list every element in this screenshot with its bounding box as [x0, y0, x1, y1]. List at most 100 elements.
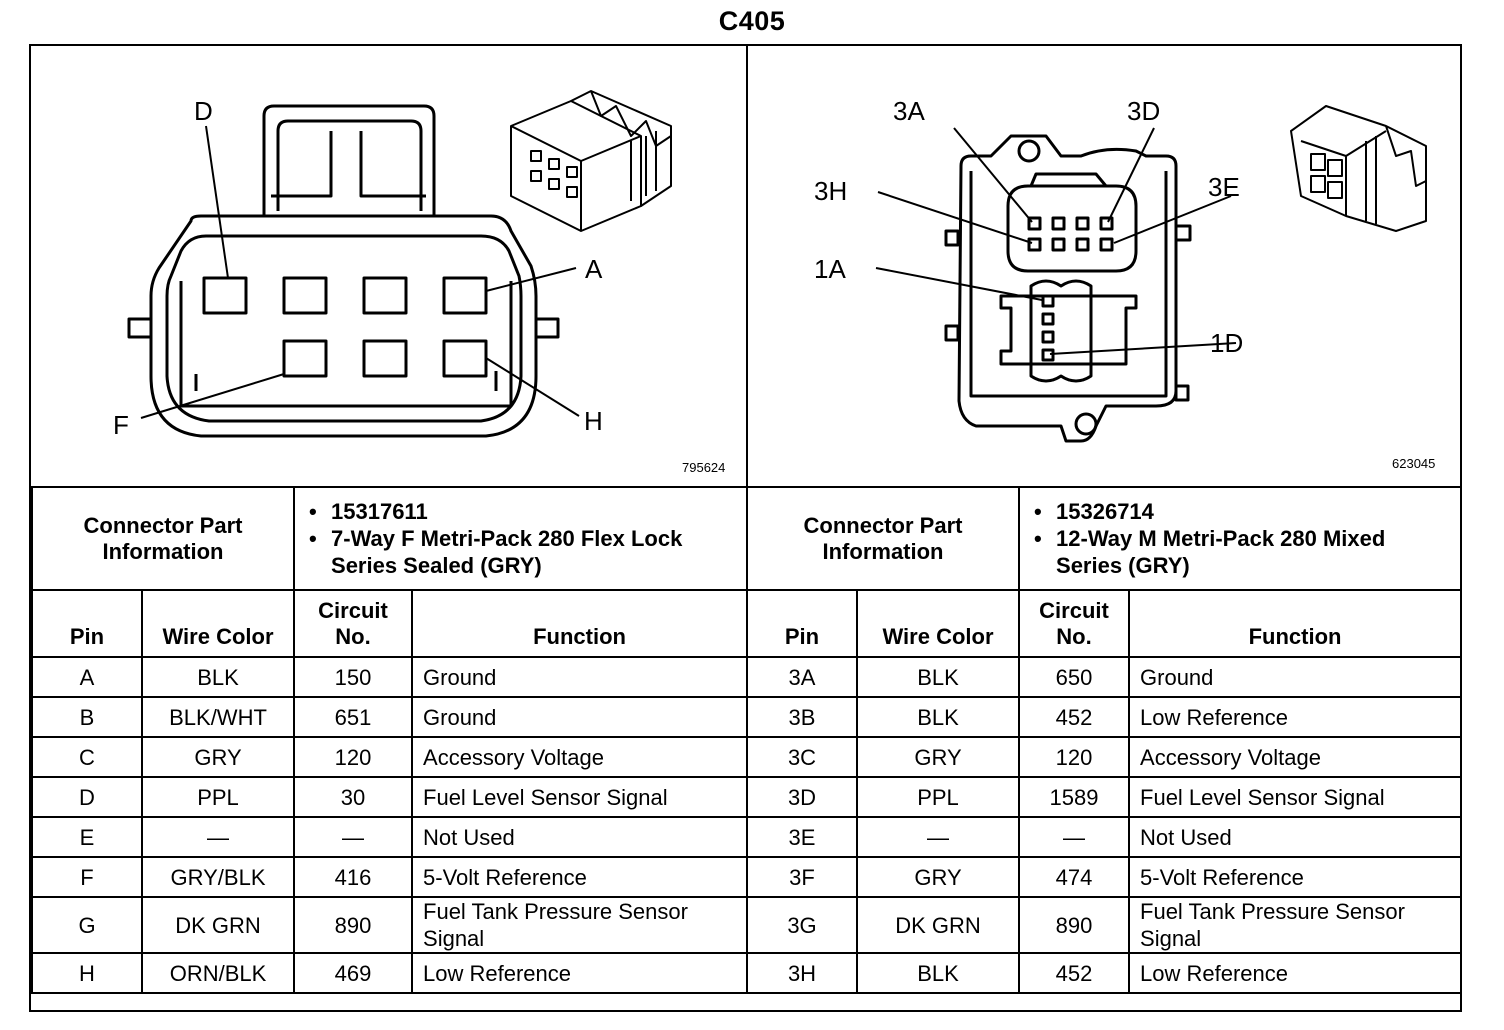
wire-color-cell: GRY	[855, 736, 1021, 778]
wire-color-cell: PPL	[855, 776, 1021, 818]
pin-label-3H: 3H	[814, 176, 848, 206]
circuit-cell: 120	[1018, 736, 1131, 778]
column-header-function: Function	[411, 589, 749, 658]
wire-color-cell: —	[855, 816, 1021, 858]
right-column-header-row: Pin Wire Color Circuit No. Function	[746, 589, 1463, 658]
connector-part-number: 15326714	[1034, 498, 1450, 525]
left-connector-info-row: Connector Part Information 15317611 7-Wa…	[30, 486, 749, 591]
function-cell: Fuel Tank Pressure Sensor Signal	[411, 896, 749, 954]
column-header-pin: Pin	[31, 589, 143, 658]
function-cell: Low Reference	[1128, 952, 1463, 994]
function-cell: Fuel Tank Pressure Sensor Signal	[1128, 896, 1463, 954]
right-connector-info-row: Connector Part Information 15326714 12-W…	[745, 486, 1463, 591]
connector-info-value: 15317611 7-Way F Metri-Pack 280 Flex Loc…	[293, 486, 749, 591]
function-cell: 5-Volt Reference	[1128, 856, 1463, 898]
wire-color-cell: BLK	[855, 696, 1021, 738]
connector-frame: D A F H 795624	[29, 44, 1463, 1012]
circuit-cell: 1589	[1018, 776, 1131, 818]
function-cell: Low Reference	[1128, 696, 1463, 738]
connector-description: 12-Way M Metri-Pack 280 Mixed Series (GR…	[1034, 525, 1450, 579]
right-pinout-table: Connector Part Information 15326714 12-W…	[745, 486, 1463, 994]
wire-color-cell: BLK/WHT	[140, 696, 296, 738]
left-connector-diagram: D A F H 795624	[31, 46, 748, 486]
pin-label-D: D	[194, 96, 213, 126]
left-connector-drawing	[127, 90, 672, 438]
wire-color-cell: ORN/BLK	[140, 952, 296, 994]
pin-cell: C	[31, 736, 143, 778]
pin-label-3A: 3A	[893, 96, 925, 126]
pin-label-1D: 1D	[1210, 328, 1244, 358]
pin-cell: G	[31, 896, 143, 954]
circuit-cell: 452	[1018, 952, 1131, 994]
left-pinout-table: Connector Part Information 15317611 7-Wa…	[30, 486, 749, 994]
pin-cell: 3H	[746, 952, 858, 994]
column-header-wire-color: Wire Color	[855, 589, 1021, 658]
wire-color-cell: DK GRN	[855, 896, 1021, 954]
column-header-circuit: Circuit No.	[293, 589, 414, 658]
circuit-cell: 474	[1018, 856, 1131, 898]
circuit-cell: 890	[1018, 896, 1131, 954]
function-cell: Not Used	[1128, 816, 1463, 858]
connector-info-value: 15326714 12-Way M Metri-Pack 280 Mixed S…	[1018, 486, 1463, 591]
function-cell: Not Used	[411, 816, 749, 858]
column-header-pin: Pin	[746, 589, 858, 658]
column-header-wire-color: Wire Color	[140, 589, 296, 658]
circuit-cell: 890	[293, 896, 414, 954]
circuit-cell: —	[1018, 816, 1131, 858]
circuit-cell: 650	[1018, 656, 1131, 698]
wire-color-cell: BLK	[855, 656, 1021, 698]
pin-cell: 3F	[746, 856, 858, 898]
connector-description: 7-Way F Metri-Pack 280 Flex Lock Series …	[309, 525, 736, 579]
pin-cell: 3D	[746, 776, 858, 818]
pin-cell: A	[31, 656, 143, 698]
pin-label-3D: 3D	[1127, 96, 1161, 126]
circuit-cell: 469	[293, 952, 414, 994]
function-cell: 5-Volt Reference	[411, 856, 749, 898]
pin-cell: B	[31, 696, 143, 738]
function-cell: Ground	[411, 656, 749, 698]
right-image-number: 623045	[1392, 456, 1436, 471]
connector-info-label: Connector Part Information	[745, 486, 1021, 591]
wire-color-cell: —	[140, 816, 296, 858]
pin-cell: 3B	[746, 696, 858, 738]
right-connector-drawing	[875, 105, 1427, 443]
pin-cell: 3A	[746, 656, 858, 698]
wire-color-cell: BLK	[855, 952, 1021, 994]
function-cell: Fuel Level Sensor Signal	[411, 776, 749, 818]
wire-color-cell: GRY	[855, 856, 1021, 898]
wire-color-cell: PPL	[140, 776, 296, 818]
pin-cell: F	[31, 856, 143, 898]
right-connector-diagram: 3A 3D 3H 3E 1A 1D 623045	[746, 46, 1460, 486]
pin-cell: H	[31, 952, 143, 994]
circuit-cell: 416	[293, 856, 414, 898]
circuit-cell: 452	[1018, 696, 1131, 738]
connector-info-label: Connector Part Information	[30, 486, 296, 591]
wire-color-cell: GRY	[140, 736, 296, 778]
circuit-cell: 30	[293, 776, 414, 818]
pin-label-H: H	[584, 406, 603, 436]
pin-label-A: A	[585, 254, 603, 284]
column-header-circuit: Circuit No.	[1018, 589, 1131, 658]
circuit-cell: 651	[293, 696, 414, 738]
pin-label-F: F	[113, 410, 129, 440]
function-cell: Fuel Level Sensor Signal	[1128, 776, 1463, 818]
function-cell: Accessory Voltage	[1128, 736, 1463, 778]
pin-cell: D	[31, 776, 143, 818]
connector-part-number: 15317611	[309, 498, 736, 525]
circuit-cell: 150	[293, 656, 414, 698]
function-cell: Ground	[1128, 656, 1463, 698]
function-cell: Accessory Voltage	[411, 736, 749, 778]
pin-label-3E: 3E	[1208, 172, 1240, 202]
